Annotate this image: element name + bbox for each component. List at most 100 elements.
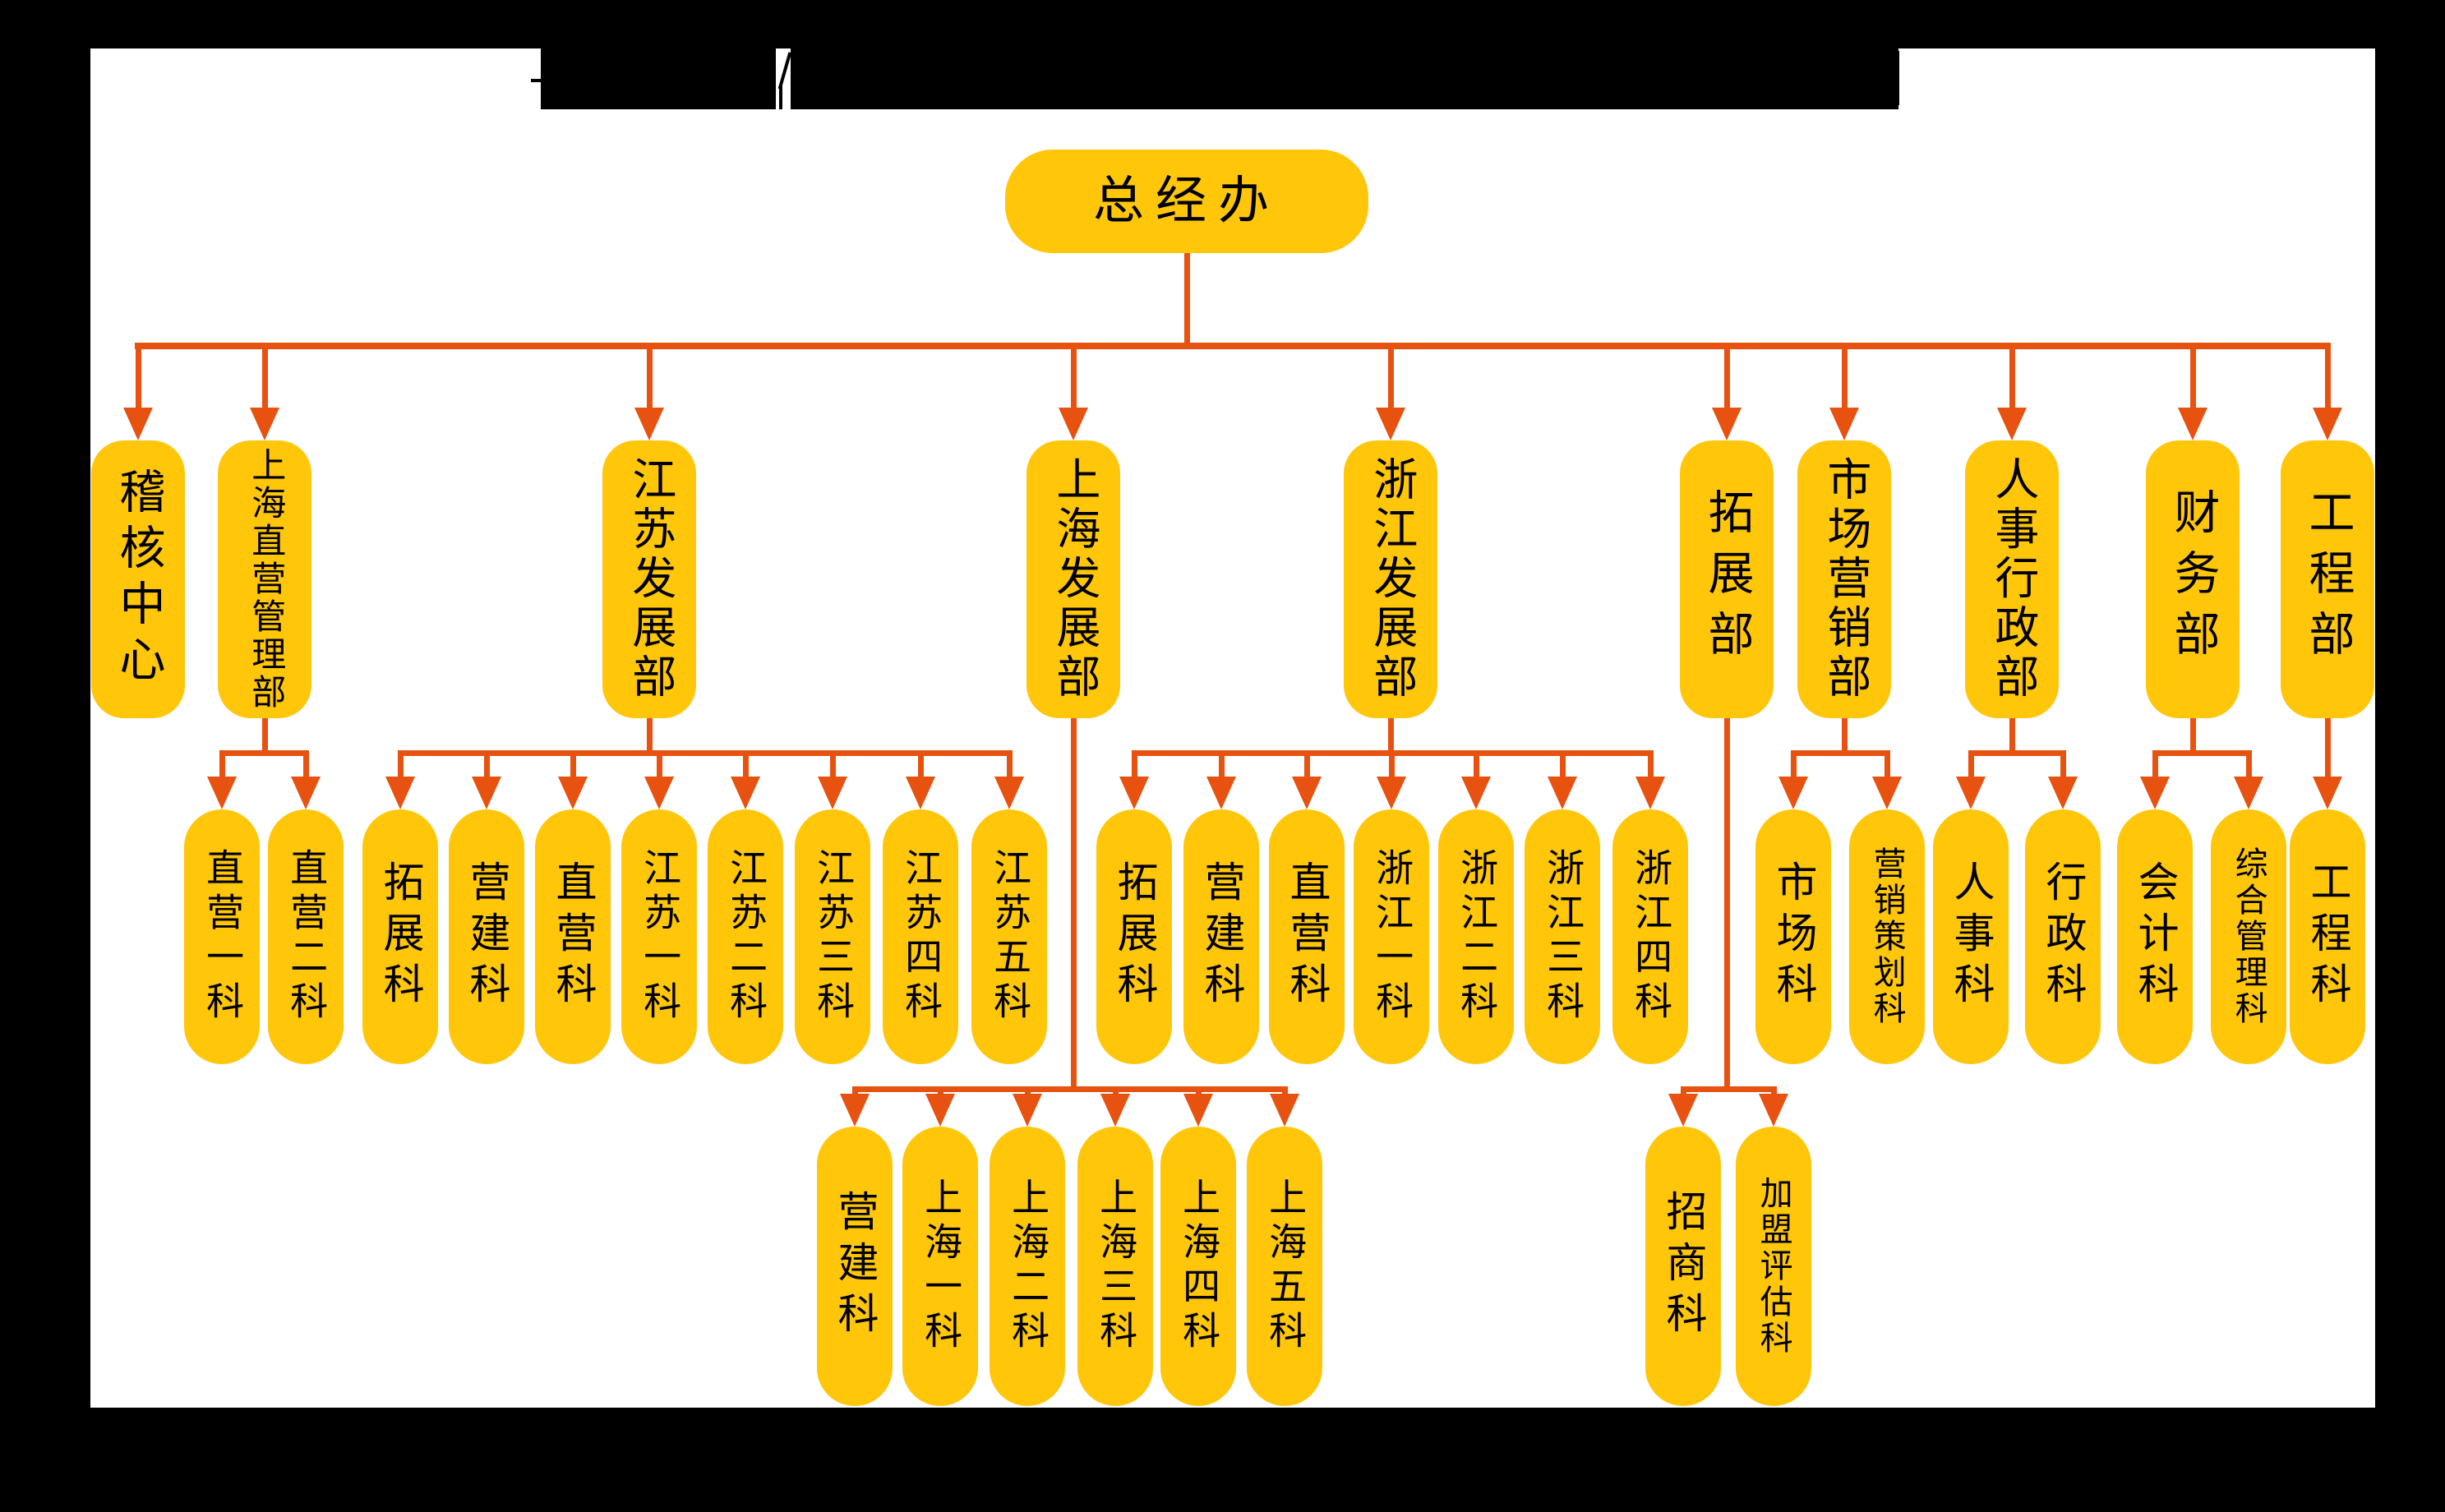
child-drop-3-4-arrowhead-icon — [1183, 1094, 1213, 1127]
org-node-section-4-6-label: 浙江四科 — [1630, 848, 1672, 1026]
child-drop-4-3-stem — [1388, 756, 1395, 783]
org-node-section-6-0-label: 市场科 — [1770, 860, 1817, 1013]
org-node-section-3-2: 上海二科 — [990, 1127, 1065, 1406]
org-node-section-3-4: 上海四科 — [1160, 1127, 1236, 1406]
child-drop-4-6-stem — [1647, 756, 1654, 783]
child-drop-2-4-stem — [742, 756, 749, 783]
dept-stem-4 — [1387, 718, 1394, 750]
org-node-section-2-2-label: 直营科 — [550, 860, 597, 1013]
org-node-section-1-0: 直营一科 — [184, 809, 260, 1064]
dept-stem-8 — [2189, 718, 2196, 750]
title-redaction-bar — [541, 48, 1898, 109]
org-node-section-2-7-label: 江苏五科 — [989, 848, 1031, 1026]
org-node-section-4-2-label: 直营科 — [1284, 860, 1331, 1013]
org-node-section-4-1: 营建科 — [1183, 809, 1259, 1064]
dept-drop-8-stem — [2189, 349, 2196, 414]
org-node-section-4-2: 直营科 — [1269, 809, 1345, 1064]
dept-stem-6 — [1841, 718, 1848, 750]
child-drop-2-0-stem — [397, 756, 404, 783]
child-drop-8-1-arrowhead-icon — [2234, 777, 2263, 809]
org-node-dept-2: 江苏发展部 — [602, 440, 696, 718]
org-node-section-2-3-label: 江苏一科 — [639, 848, 681, 1026]
org-node-dept-5: 拓展部 — [1680, 440, 1774, 718]
org-node-section-3-2-label: 上海二科 — [1007, 1178, 1050, 1355]
dept-drop-4-stem — [1387, 349, 1394, 414]
child-drop-4-1-arrowhead-icon — [1206, 777, 1236, 809]
title-fragment-right-tick-top — [1884, 52, 1895, 55]
org-node-section-2-4-label: 江苏二科 — [725, 848, 768, 1026]
org-node-dept-7: 人事行政部 — [1965, 440, 2059, 718]
child-drop-4-3-arrowhead-icon — [1377, 777, 1406, 809]
org-node-section-1-1-label: 直营二科 — [285, 848, 328, 1026]
dept-drop-7-arrowhead-icon — [1997, 408, 2027, 440]
child-drop-2-0-arrowhead-icon — [385, 777, 415, 809]
org-node-section-2-7: 江苏五科 — [971, 809, 1047, 1064]
org-node-section-4-0: 拓展科 — [1096, 809, 1172, 1064]
org-node-dept-7-label: 人事行政部 — [1987, 456, 2037, 703]
dept-stem-2 — [646, 718, 653, 750]
org-node-section-8-1-label: 综合管理科 — [2230, 846, 2267, 1027]
child-drop-2-4-arrowhead-icon — [731, 777, 760, 809]
org-node-root: 总经办 — [1005, 150, 1368, 253]
child-drop-7-1-arrowhead-icon — [2048, 777, 2078, 809]
child-drop-2-7-stem — [1006, 756, 1013, 783]
org-node-dept-4-label: 浙江发展部 — [1366, 456, 1416, 703]
dept-drop-9-arrowhead-icon — [2313, 408, 2342, 440]
child-drop-4-6-arrowhead-icon — [1635, 777, 1665, 809]
org-node-section-5-0-label: 招商科 — [1660, 1190, 1707, 1343]
org-node-dept-9-label: 工程部 — [2302, 488, 2354, 671]
child-drop-7-1-stem — [2060, 756, 2066, 783]
org-node-section-2-6: 江苏四科 — [883, 809, 958, 1064]
dept-drop-9-stem — [2324, 349, 2331, 414]
org-node-dept-6-label: 市场营销部 — [1820, 456, 1870, 703]
org-node-dept-4: 浙江发展部 — [1344, 440, 1437, 718]
org-node-dept-0-label: 稽核中心 — [113, 468, 164, 691]
child-drop-4-5-stem — [1559, 756, 1566, 783]
child-drop-4-5-arrowhead-icon — [1548, 777, 1577, 809]
child-drop-8-0-stem — [2152, 756, 2158, 783]
child-drop-8-0-arrowhead-icon — [2140, 777, 2170, 809]
org-node-section-4-5-label: 浙江三科 — [1542, 848, 1585, 1026]
dept-drop-4-arrowhead-icon — [1376, 408, 1405, 440]
org-node-section-6-1-label: 营销策划科 — [1868, 846, 1906, 1027]
org-node-section-4-6: 浙江四科 — [1612, 809, 1688, 1064]
org-node-section-4-0-label: 拓展科 — [1111, 860, 1158, 1013]
main-bus — [135, 343, 2331, 349]
dept-drop-5-arrowhead-icon — [1712, 408, 1741, 440]
org-node-section-1-1: 直营二科 — [268, 809, 344, 1064]
org-node-section-3-1: 上海一科 — [902, 1127, 978, 1406]
org-node-section-2-1-label: 营建科 — [464, 860, 510, 1013]
child-drop-4-0-stem — [1131, 756, 1137, 783]
child-drop-3-0-arrowhead-icon — [840, 1094, 870, 1127]
org-node-section-2-5-label: 江苏三科 — [812, 848, 855, 1026]
org-node-section-7-0-label: 人事科 — [1948, 860, 1995, 1013]
org-node-section-8-1: 综合管理科 — [2211, 809, 2286, 1064]
child-drop-1-1-arrowhead-icon — [291, 777, 321, 809]
child-bus-8 — [2152, 750, 2252, 756]
org-node-section-7-0: 人事科 — [1933, 809, 2009, 1064]
child-drop-8-1-stem — [2245, 756, 2252, 783]
child-drop-3-2-arrowhead-icon — [1013, 1094, 1042, 1127]
title-fragment-right-stroke — [1895, 51, 1899, 105]
org-node-section-2-4: 江苏二科 — [708, 809, 783, 1064]
org-node-dept-6: 市场营销部 — [1797, 440, 1891, 718]
child-drop-2-3-arrowhead-icon — [644, 777, 674, 809]
org-node-section-9-0: 工程科 — [2290, 809, 2365, 1064]
org-node-dept-5-label: 拓展部 — [1701, 488, 1753, 671]
org-node-dept-2-label: 江苏发展部 — [625, 456, 675, 703]
org-node-section-7-1: 行政科 — [2025, 809, 2101, 1064]
dept-drop-7-stem — [2009, 349, 2015, 414]
title-fragment-left-stroke — [542, 54, 547, 105]
child-drop-1-0-stem — [219, 756, 225, 783]
dept-drop-0-stem — [135, 349, 141, 414]
child-drop-4-0-arrowhead-icon — [1119, 777, 1149, 809]
direct-drop-9-arrowhead-icon — [2313, 777, 2342, 809]
org-node-section-2-5: 江苏三科 — [795, 809, 870, 1064]
org-node-dept-3: 上海发展部 — [1026, 440, 1120, 718]
org-node-section-4-5: 浙江三科 — [1525, 809, 1600, 1064]
org-node-section-8-0: 会计科 — [2117, 809, 2193, 1064]
child-drop-5-1-arrowhead-icon — [1759, 1094, 1788, 1127]
org-node-dept-8: 财务部 — [2146, 440, 2240, 718]
child-bus-1 — [219, 750, 309, 756]
org-node-section-3-5-label: 上海五科 — [1264, 1178, 1307, 1355]
